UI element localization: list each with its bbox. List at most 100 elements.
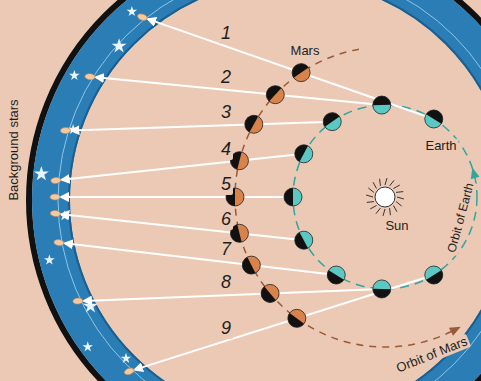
lit-side <box>261 284 279 302</box>
planet-rim <box>292 64 310 82</box>
sight-line <box>135 275 434 370</box>
sight-line <box>148 19 434 119</box>
planet-rim <box>242 256 260 274</box>
dark-side <box>292 64 308 78</box>
lit-side <box>295 231 313 249</box>
star-band-line <box>58 0 481 381</box>
callout-number: 6 <box>219 210 233 230</box>
planet-rim <box>373 96 391 114</box>
planet-rim <box>230 224 248 242</box>
earth-position <box>373 96 391 114</box>
planet-rim <box>425 110 443 128</box>
mars-position <box>230 152 248 170</box>
planet-rim <box>373 280 391 298</box>
callout-number: 1 <box>219 24 233 44</box>
mars-position <box>288 309 306 327</box>
mars-image <box>54 239 65 246</box>
sun-ray <box>393 185 399 188</box>
callout-number: 4 <box>219 140 233 160</box>
planet-rim <box>323 113 341 131</box>
mars-image <box>60 127 70 133</box>
mars-position <box>261 284 279 302</box>
sun-ray <box>370 205 376 208</box>
background-star <box>127 6 138 16</box>
sun-ray <box>367 201 374 203</box>
planet-rim <box>266 86 284 104</box>
sight-line <box>61 214 303 240</box>
orbit-label: Orbit of Mars <box>393 334 472 377</box>
star-band-outline <box>29 0 481 381</box>
sun-ray <box>379 179 381 186</box>
lit-side <box>425 110 443 128</box>
callout-number: 8 <box>219 273 233 293</box>
callout-number: 5 <box>219 175 233 195</box>
dark-side <box>373 289 391 298</box>
earth-position <box>295 231 313 249</box>
lit-side <box>295 145 313 163</box>
mars-image <box>85 73 96 80</box>
callout-number: 7 <box>219 240 233 260</box>
dark-side <box>323 113 339 127</box>
planet-rim <box>245 115 263 133</box>
sun-ray <box>397 197 404 199</box>
sun-ray <box>383 209 385 216</box>
sun-label: Sun <box>383 219 410 233</box>
sun-ray <box>385 178 387 185</box>
background-star <box>69 70 80 80</box>
lit-side <box>245 115 263 133</box>
planet-label: Earth <box>423 139 458 153</box>
planet-rim <box>327 266 345 284</box>
mars-position <box>230 224 248 242</box>
sight-line <box>62 154 304 180</box>
background-star <box>121 353 132 363</box>
sun-ray <box>390 180 394 186</box>
mars-position <box>292 64 310 82</box>
lit-side <box>373 96 391 114</box>
planet-rim <box>425 266 443 284</box>
earth-position <box>295 145 313 163</box>
sun-disc <box>375 187 395 207</box>
background-star <box>82 341 93 351</box>
background-star <box>44 254 55 264</box>
callout-number: 3 <box>219 103 233 123</box>
earth-position <box>327 266 345 284</box>
lit-side <box>323 113 341 131</box>
sun-symbol <box>366 178 404 216</box>
mars-position <box>266 86 284 104</box>
sight-line <box>71 122 332 131</box>
sun-ray <box>368 188 374 192</box>
earth-position <box>323 113 341 131</box>
band-label: Background stars <box>7 97 21 202</box>
dark-side <box>266 86 281 102</box>
earth-position <box>425 110 443 128</box>
mars-image <box>124 367 135 376</box>
planet-label: Mars <box>289 44 322 58</box>
sight-line <box>96 77 382 105</box>
mars-image <box>51 177 62 184</box>
planet-rim <box>295 145 313 163</box>
sight-line <box>61 196 293 198</box>
sun-ray <box>389 208 391 215</box>
earth-orbit-arrow <box>468 166 480 179</box>
lit-side <box>230 152 248 170</box>
sun-ray <box>393 205 396 211</box>
mars-image <box>50 194 60 200</box>
planet-rim <box>284 188 302 206</box>
lit-side <box>425 266 443 284</box>
lit-side <box>292 64 310 82</box>
lit-side <box>266 86 284 104</box>
planet-rim <box>261 284 279 302</box>
mars-position <box>242 256 260 274</box>
planet-rim <box>230 152 248 170</box>
mars-image <box>137 13 148 22</box>
sun-ray <box>396 202 402 206</box>
lit-side <box>288 309 306 327</box>
mars-orbit-arrow <box>449 323 463 336</box>
mars-image <box>73 298 83 304</box>
sun-ray <box>396 191 403 193</box>
star-band <box>51 0 481 381</box>
dark-side <box>288 313 304 327</box>
mars-image <box>50 210 61 217</box>
planet-rim <box>288 309 306 327</box>
